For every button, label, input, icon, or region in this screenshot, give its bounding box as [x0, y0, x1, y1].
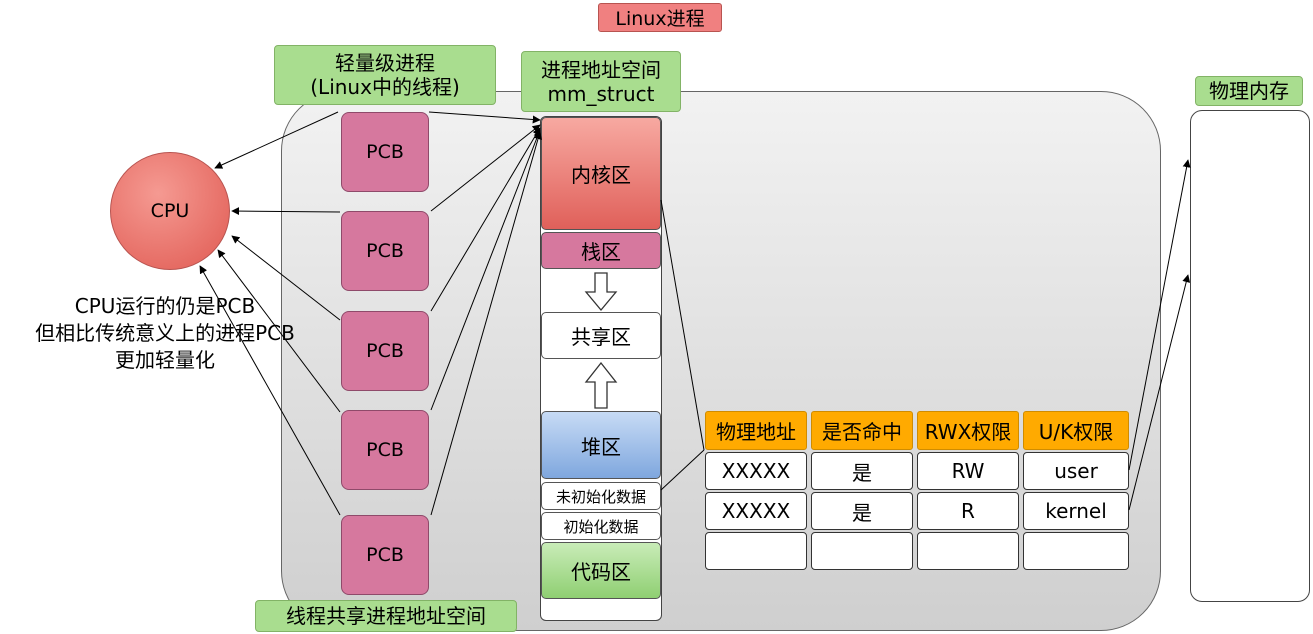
heap-grow-up-arrow-icon — [584, 362, 618, 409]
segment-heap: 堆区 — [541, 411, 661, 479]
arrow-pcb4-mm — [430, 129, 542, 411]
table-cell — [705, 532, 807, 570]
lightweight-process-line-1: 轻量级进程 — [335, 51, 435, 75]
table-cell: RW — [917, 452, 1019, 490]
table-cell: XXXXX — [705, 452, 807, 490]
arrow-pcb5-mm — [430, 131, 542, 516]
arrow-pcb2-mm — [430, 124, 541, 212]
pcb-5: PCB — [341, 515, 429, 595]
arrow-pcb5-cpu — [199, 265, 341, 516]
table-cell — [811, 532, 913, 570]
arrow-pcb3-mm — [430, 127, 541, 312]
table-cell — [1023, 532, 1129, 570]
physical-memory-label: 物理内存 — [1195, 76, 1303, 106]
address-space-label: 进程地址空间 mm_struct — [521, 51, 681, 112]
table-cell: XXXXX — [705, 492, 807, 530]
table-cell: R — [917, 492, 1019, 530]
line-kernel-table — [660, 199, 705, 451]
arrow-pcb1-mm — [428, 111, 541, 124]
table-cell — [917, 532, 1019, 570]
segment-kernel: 内核区 — [541, 117, 661, 230]
line-data-table — [660, 449, 705, 491]
pcb-1: PCB — [341, 112, 429, 192]
arrow-pcb4-cpu — [217, 249, 341, 413]
arrow-table-phys-1 — [1128, 159, 1191, 471]
segment-code: 代码区 — [541, 542, 661, 599]
arrow-pcb3-cpu — [231, 235, 341, 321]
physical-memory-block — [1190, 110, 1310, 602]
table-cell: kernel — [1023, 492, 1129, 530]
cpu-note-line-1: CPU运行的仍是PCB — [74, 294, 256, 318]
table-header-rwx: RWX权限 — [917, 411, 1019, 450]
cpu-note-line-2: 但相比传统意义上的进程PCB — [35, 321, 295, 345]
cpu-note-line-3: 更加轻量化 — [115, 348, 215, 372]
table-header-physical-address: 物理地址 — [705, 411, 807, 450]
segment-uninit-data: 未初始化数据 — [541, 482, 661, 510]
table-header-uk: U/K权限 — [1023, 411, 1129, 450]
pcb-3: PCB — [341, 311, 429, 391]
table-cell: 是 — [811, 452, 913, 490]
arrow-pcb1-cpu — [214, 111, 339, 169]
segment-shared: 共享区 — [541, 312, 661, 359]
cpu-circle: CPU — [110, 152, 230, 270]
address-space-line-1: 进程地址空间 — [541, 57, 661, 82]
pcb-4: PCB — [341, 410, 429, 490]
table-header-hit: 是否命中 — [811, 411, 913, 450]
linux-process-title: Linux进程 — [598, 3, 722, 32]
arrow-table-phys-2 — [1128, 274, 1191, 511]
segment-init-data: 初始化数据 — [541, 512, 661, 540]
table-cell: user — [1023, 452, 1129, 490]
lightweight-process-line-2: (Linux中的线程) — [310, 75, 460, 99]
arrow-pcb2-cpu — [231, 207, 341, 216]
table-cell: 是 — [811, 492, 913, 530]
pcb-2: PCB — [341, 211, 429, 291]
cpu-note: CPU运行的仍是PCB 但相比传统意义上的进程PCB 更加轻量化 — [0, 293, 330, 377]
segment-stack: 栈区 — [541, 232, 661, 269]
address-space-line-2: mm_struct — [547, 81, 655, 106]
shared-space-label: 线程共享进程地址空间 — [255, 600, 517, 632]
stack-grow-down-arrow-icon — [584, 272, 618, 312]
lightweight-process-label: 轻量级进程 (Linux中的线程) — [274, 45, 496, 105]
